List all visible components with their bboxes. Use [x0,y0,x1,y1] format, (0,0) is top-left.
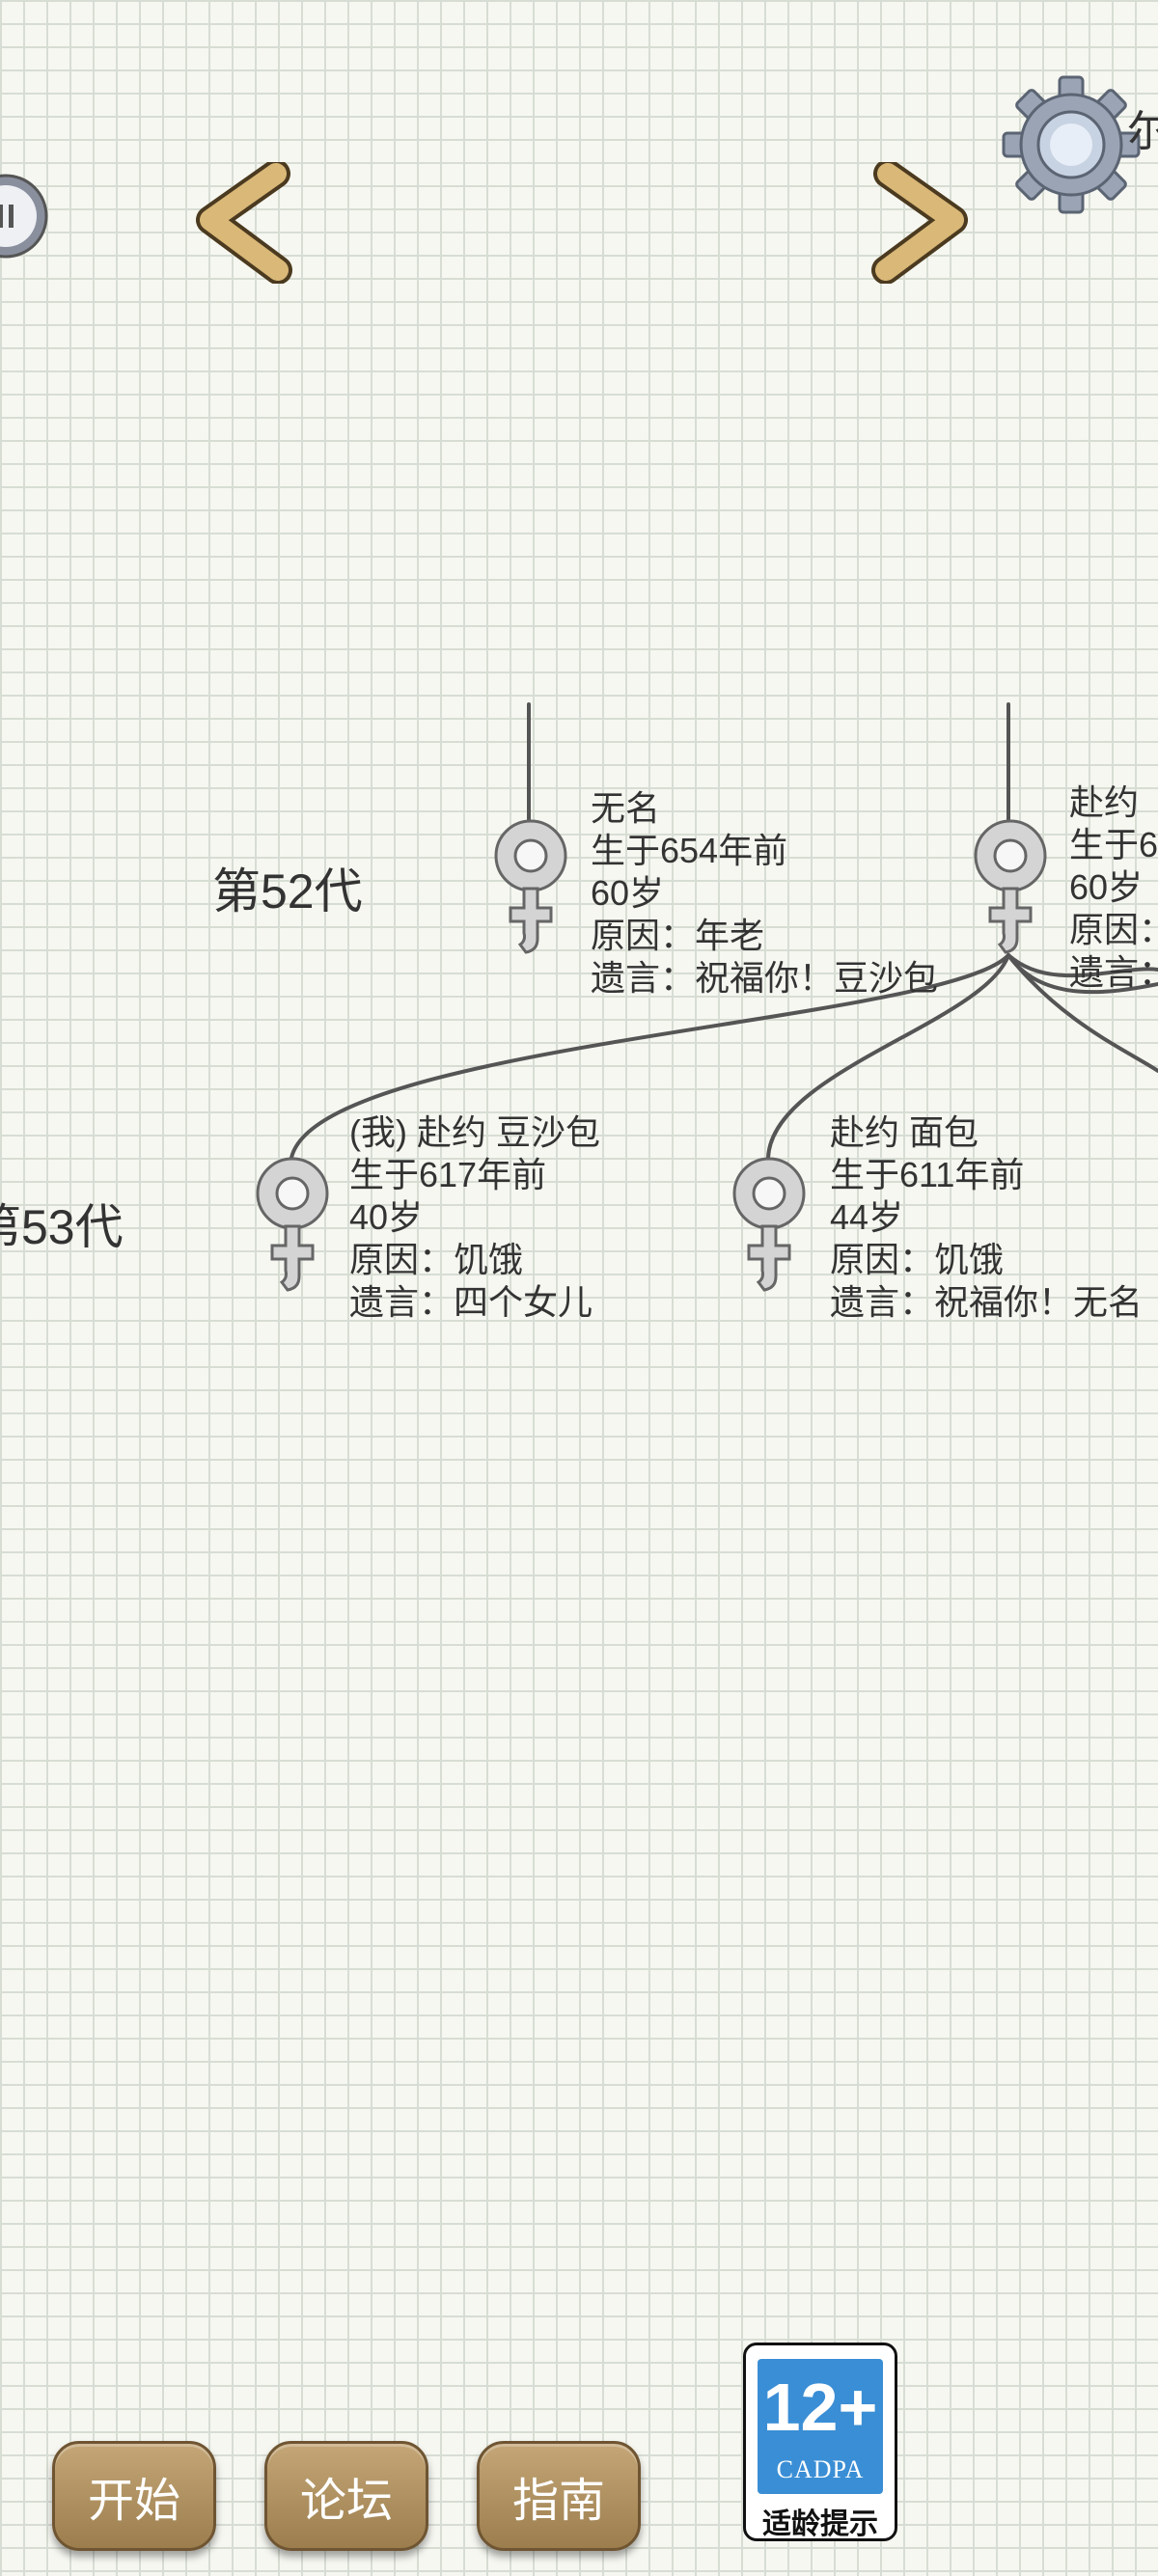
person-age: 40岁 [349,1197,424,1237]
person-node[interactable] [967,815,1054,965]
pause-button[interactable] [0,172,50,260]
generation-label-53: 第53代 [0,1200,124,1254]
female-symbol-icon [494,819,567,954]
female-symbol-icon [732,1157,806,1292]
person-name: 赴约 [1069,782,1140,822]
prev-button[interactable] [189,159,295,285]
header-partial-text: 尔 [1127,108,1158,155]
settings-button[interactable] [1000,73,1143,216]
age-rating-number: 12+ [762,2370,878,2445]
chevron-right-icon [871,159,968,285]
chevron-left-icon [196,159,292,285]
person-age: 44岁 [830,1197,904,1237]
age-rating-panel: 12+ CADPA [758,2359,883,2494]
person-will: 遗言： [1069,952,1158,992]
person-name: (我) 赴约 豆沙包 [349,1112,600,1152]
female-symbol-icon [974,819,1047,954]
person-cause: 原因：饥饿 [349,1240,524,1279]
generation-label-52: 第52代 [212,864,363,918]
person-name: 赴约 面包 [830,1112,979,1152]
person-birth: 生于654年前 [591,831,788,870]
person-cause: 原因：饥饿 [830,1240,1005,1279]
forum-button[interactable]: 论坛 [264,2441,428,2551]
person-info: 无名 生于654年前 60岁 原因：年老 遗言：祝福你！豆沙包 [591,787,938,1000]
next-button[interactable] [868,159,975,285]
gear-icon [1002,75,1141,214]
person-node-self[interactable] [249,1153,336,1302]
person-will: 遗言：四个女儿 [349,1282,593,1322]
person-age: 60岁 [1069,867,1144,907]
start-button[interactable]: 开始 [52,2441,216,2551]
person-node[interactable] [726,1153,813,1302]
person-will: 遗言：祝福你！豆沙包 [591,958,939,998]
age-rating-org: CADPA [776,2455,865,2483]
pause-icon [0,174,48,259]
person-birth: 生于617年前 [349,1155,547,1194]
female-symbol-icon [256,1157,329,1292]
person-info: 赴约 生于6 60岁 原因： 遗言： [1069,781,1158,994]
person-birth: 生于6 [1069,825,1158,864]
person-birth: 生于611年前 [830,1155,1025,1194]
person-node[interactable] [487,815,574,965]
person-will: 遗言：祝福你！无名 [830,1282,1144,1322]
age-rating-badge[interactable]: 12+ CADPA 适龄提示 [743,2343,897,2541]
age-rating-tip: 适龄提示 [762,2508,878,2540]
person-cause: 原因： [1069,910,1158,949]
person-info: (我) 赴约 豆沙包 生于617年前 40岁 原因：饥饿 遗言：四个女儿 [349,1111,600,1324]
person-name: 无名 [591,788,661,828]
guide-button[interactable]: 指南 [477,2441,641,2551]
person-info: 赴约 面包 生于611年前 44岁 原因：饥饿 遗言：祝福你！无名 [830,1111,1143,1324]
person-age: 60岁 [591,873,665,913]
person-cause: 原因：年老 [591,916,765,955]
